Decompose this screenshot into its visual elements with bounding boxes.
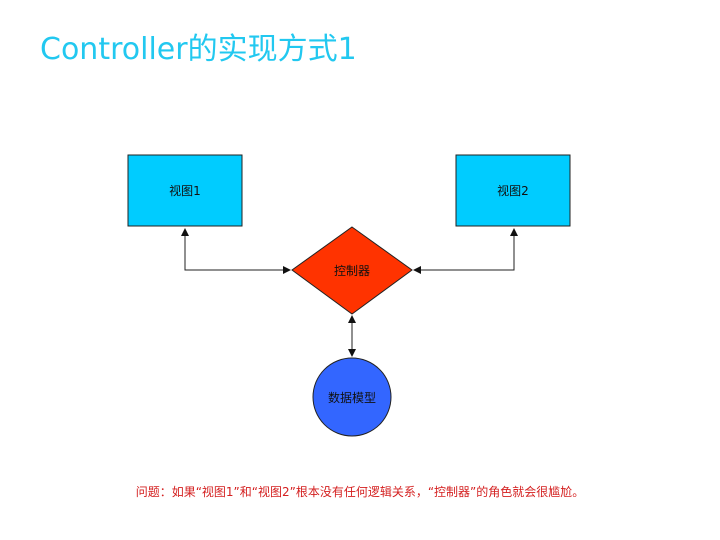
problem-note: 问题：如果“视图1”和“视图2”根本没有任何逻辑关系，“控制器”的角色就会很尴尬…: [135, 485, 585, 499]
view1-label: 视图1: [169, 183, 201, 198]
view2-node: 视图2: [455, 154, 571, 227]
model-node: 数据模型: [312, 357, 392, 437]
controller-label: 控制器: [334, 264, 370, 278]
slide-title: Controller的实现方式1: [40, 32, 357, 67]
connector-view1-controller: [181, 228, 291, 274]
controller-node: 控制器: [291, 226, 413, 315]
view2-label: 视图2: [497, 183, 529, 198]
view1-node: 视图1: [127, 154, 243, 227]
model-label: 数据模型: [328, 390, 376, 405]
connector-view2-controller: [413, 228, 518, 274]
